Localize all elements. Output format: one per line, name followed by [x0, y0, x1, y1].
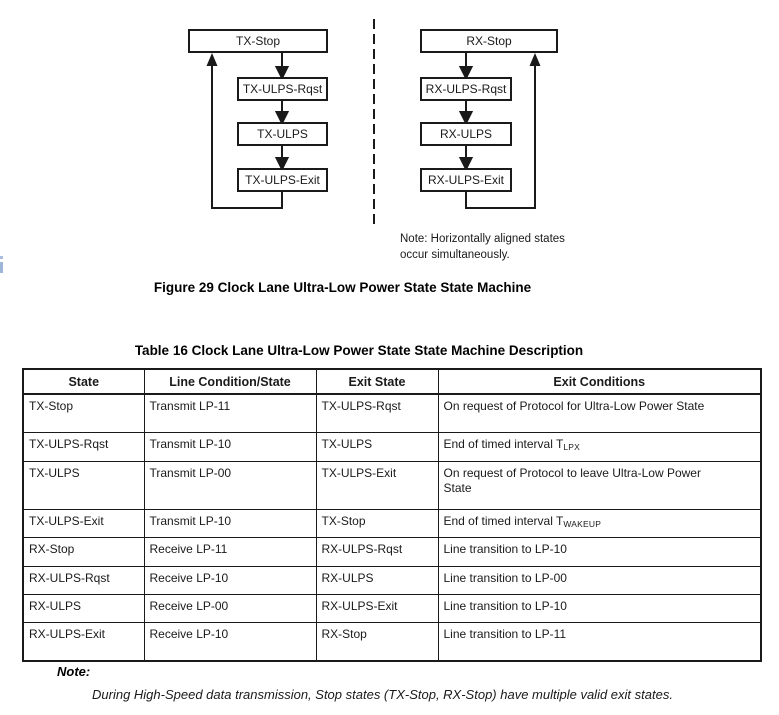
exit-conditions-text: Line transition to LP-00 [443, 570, 567, 585]
cell-state: TX-Stop [22, 393, 145, 433]
table-row: TX-ULPS-Exit Transmit LP-10 TX-Stop End … [22, 508, 762, 538]
cell-state: RX-ULPS-Exit [22, 621, 145, 662]
cell-exit-state: TX-ULPS [315, 431, 439, 462]
cell-exit-conditions: Line transition to LP-11 [437, 621, 762, 662]
exit-conditions-subscript: LPX [563, 441, 581, 452]
cell-line-condition: Transmit LP-10 [143, 508, 317, 538]
table-header-row: State Line Condition/State Exit State Ex… [22, 368, 762, 395]
table-row: RX-ULPS-Exit Receive LP-10 RX-Stop Line … [22, 621, 762, 662]
cell-exit-state: RX-ULPS-Rqst [315, 536, 439, 567]
cell-line-condition: Transmit LP-10 [143, 431, 317, 462]
feedback-line [465, 64, 536, 209]
table-row: RX-ULPS-Rqst Receive LP-10 RX-ULPS Line … [22, 565, 762, 595]
cell-exit-state: RX-ULPS-Exit [315, 593, 439, 623]
cell-exit-state: TX-ULPS-Rqst [315, 393, 439, 433]
figure-caption: Figure 29 Clock Lane Ultra-Low Power Sta… [153, 280, 532, 295]
page-edge-artifact [0, 262, 3, 273]
diagram-note: Note: Horizontally aligned states occur … [400, 231, 565, 263]
tx-down-arrows [274, 53, 290, 172]
cell-state: TX-ULPS-Rqst [22, 431, 145, 462]
column-header-line-condition: Line Condition/State [143, 368, 317, 395]
down-arrow-head [458, 111, 474, 126]
down-arrow-head [274, 66, 290, 81]
state-box-rx-stop: RX-Stop [420, 29, 558, 53]
cell-exit-conditions: On request of Protocol to leave Ultra-Lo… [437, 460, 762, 510]
down-arrow-head [458, 66, 474, 81]
state-box-rx-ulps-exit: RX-ULPS-Exit [420, 168, 512, 192]
exit-conditions-text: Line transition to LP-10 [443, 598, 567, 613]
exit-conditions-text: On request of Protocol for Ultra-Low Pow… [443, 399, 705, 413]
state-machine-diagram [206, 19, 541, 227]
table-row: TX-ULPS Transmit LP-00 TX-ULPS-Exit On r… [22, 460, 762, 510]
table-row: TX-ULPS-Rqst Transmit LP-10 TX-ULPS End … [22, 431, 762, 462]
cell-state: RX-Stop [22, 536, 145, 567]
state-box-rx-ulps: RX-ULPS [420, 122, 512, 146]
cell-exit-conditions: End of timed interval TLPX [437, 431, 762, 462]
table-row: RX-Stop Receive LP-11 RX-ULPS-Rqst Line … [22, 536, 762, 567]
cell-exit-conditions: On request of Protocol for Ultra-Low Pow… [437, 393, 762, 433]
tx-feedback-loop [206, 53, 283, 209]
diagram-note-line1: Note: Horizontally aligned states [400, 233, 565, 245]
description-table: State Line Condition/State Exit State Ex… [22, 368, 762, 662]
column-header-state: State [22, 368, 145, 395]
cell-line-condition: Transmit LP-11 [143, 393, 317, 433]
column-header-exit-state: Exit State [315, 368, 439, 395]
exit-conditions-text: On request of Protocol to leave Ultra-Lo… [443, 465, 701, 495]
table-caption: Table 16 Clock Lane Ultra-Low Power Stat… [134, 343, 584, 358]
exit-conditions-text: End of timed interval T [443, 436, 564, 451]
cell-state: RX-ULPS-Rqst [22, 565, 145, 595]
cell-line-condition: Receive LP-11 [143, 536, 317, 567]
state-box-tx-ulps-rqst: TX-ULPS-Rqst [237, 77, 328, 101]
cell-line-condition: Receive LP-00 [143, 593, 317, 623]
cell-exit-state: RX-Stop [315, 621, 439, 662]
cell-line-condition: Transmit LP-00 [143, 460, 317, 510]
state-box-rx-ulps-rqst: RX-ULPS-Rqst [420, 77, 512, 101]
feedback-line [211, 64, 283, 209]
cell-state: TX-ULPS [22, 460, 145, 510]
state-box-tx-ulps: TX-ULPS [237, 122, 328, 146]
exit-conditions-text: End of timed interval T [443, 513, 564, 528]
exit-conditions-text: Line transition to LP-10 [443, 541, 567, 556]
rx-down-arrows [458, 53, 474, 172]
cell-exit-conditions: Line transition to LP-00 [437, 565, 762, 595]
cell-exit-state: TX-ULPS-Exit [315, 460, 439, 510]
cell-exit-conditions: Line transition to LP-10 [437, 536, 762, 567]
cell-state: RX-ULPS [22, 593, 145, 623]
down-arrow-head [274, 157, 290, 172]
exit-conditions-subscript: WAKEUP [563, 518, 602, 529]
cell-line-condition: Receive LP-10 [143, 565, 317, 595]
exit-conditions-text: Line transition to LP-11 [443, 626, 567, 641]
footnote-text: During High-Speed data transmission, Sto… [92, 687, 673, 702]
cell-exit-conditions: End of timed interval TWAKEUP [437, 508, 762, 538]
cell-line-condition: Receive LP-10 [143, 621, 317, 662]
down-arrow-head [274, 111, 290, 126]
table-row: RX-ULPS Receive LP-00 RX-ULPS-Exit Line … [22, 593, 762, 623]
page-edge-artifact [0, 256, 3, 259]
cell-state: TX-ULPS-Exit [22, 508, 145, 538]
column-header-exit-conditions: Exit Conditions [437, 368, 762, 395]
down-arrow-head [458, 157, 474, 172]
up-arrow-head [529, 53, 541, 66]
cell-exit-state: RX-ULPS [315, 565, 439, 595]
rx-feedback-loop [465, 53, 541, 209]
table-row: TX-Stop Transmit LP-11 TX-ULPS-Rqst On r… [22, 393, 762, 433]
state-box-tx-ulps-exit: TX-ULPS-Exit [237, 168, 328, 192]
up-arrow-head [206, 53, 218, 66]
cell-exit-conditions: Line transition to LP-10 [437, 593, 762, 623]
diagram-note-line2: occur simultaneously. [400, 249, 510, 261]
state-box-tx-stop: TX-Stop [188, 29, 328, 53]
footnote-label: Note: [57, 664, 91, 679]
cell-exit-state: TX-Stop [315, 508, 439, 538]
